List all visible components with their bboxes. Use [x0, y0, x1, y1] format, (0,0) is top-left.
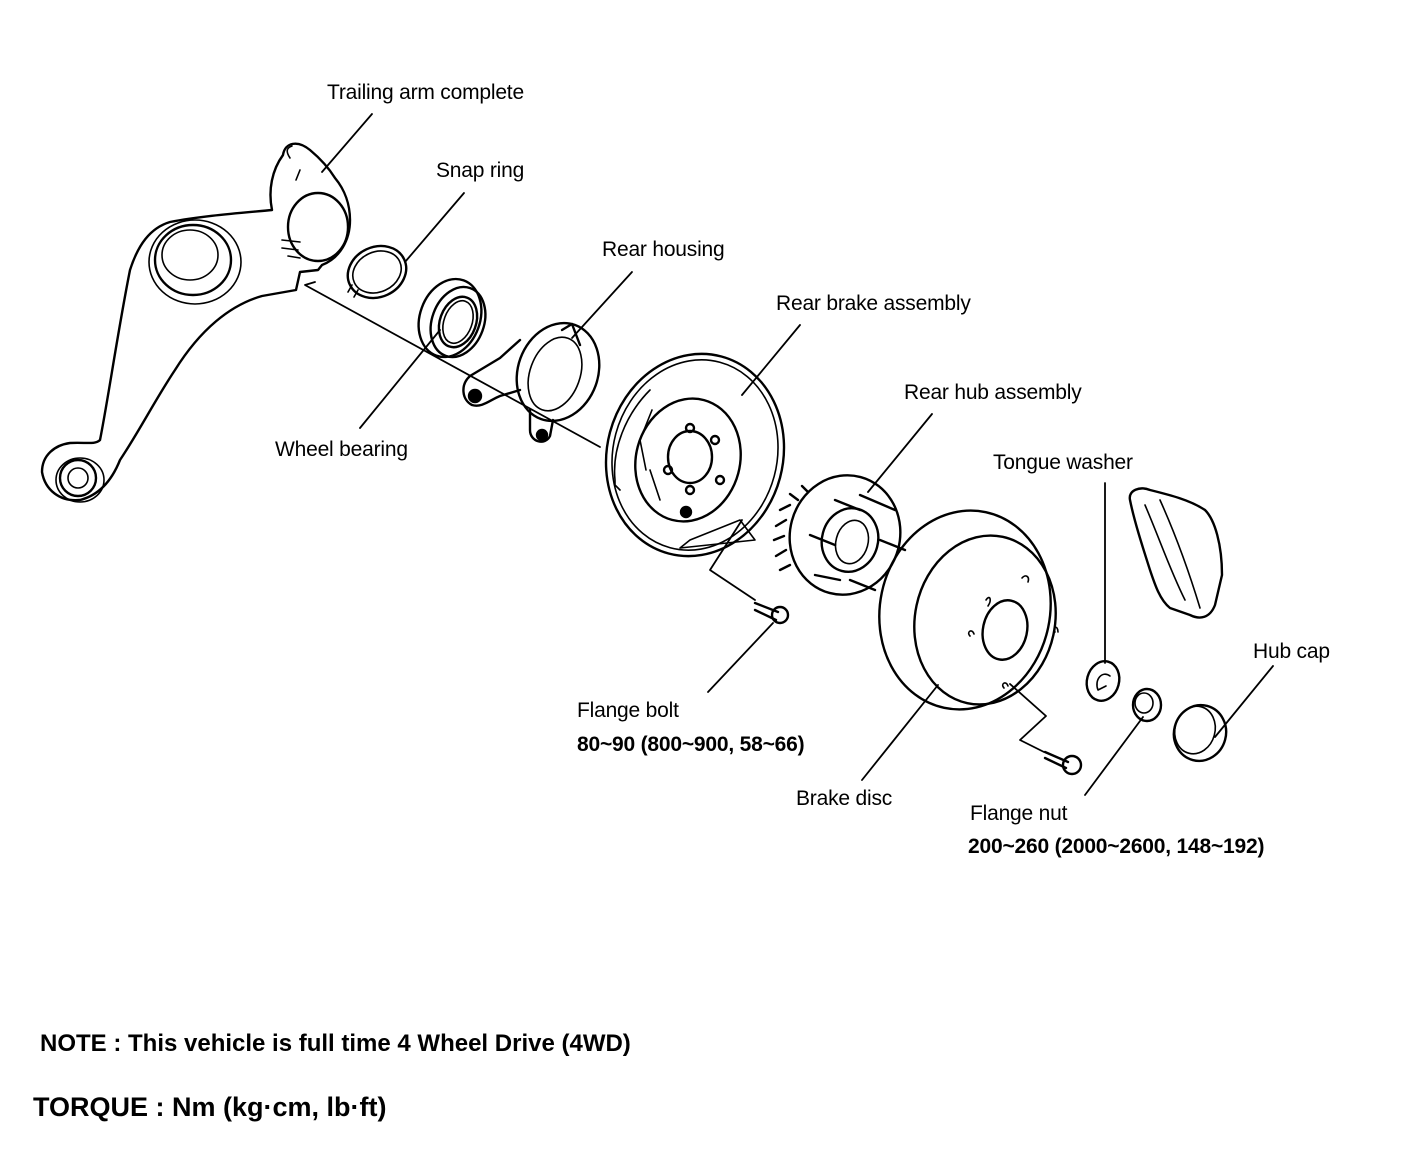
rear-hub-assembly-drawing: [772, 474, 907, 596]
label-hub-cap: Hub cap: [1253, 640, 1330, 663]
torque-units: TORQUE : Nm (kg·cm, lb·ft): [33, 1092, 387, 1122]
label-rear-brake-assembly: Rear brake assembly: [776, 292, 971, 315]
torque-flange-bolt: 80~90 (800~900, 58~66): [577, 733, 805, 756]
disc-screw-drawing: [1043, 750, 1083, 776]
trailing-arm-drawing: [40, 142, 352, 503]
label-rear-hub-assembly: Rear hub assembly: [904, 381, 1082, 404]
rear-brake-assembly-drawing: [604, 352, 786, 558]
note-4wd: NOTE : This vehicle is full time 4 Wheel…: [40, 1030, 631, 1057]
label-snap-ring: Snap ring: [436, 159, 525, 182]
label-rear-housing: Rear housing: [602, 238, 725, 261]
label-tongue-washer: Tongue washer: [993, 451, 1133, 474]
leader-lines: [304, 113, 1274, 796]
label-brake-disc: Brake disc: [796, 787, 893, 810]
flange-nut-drawing: [1131, 687, 1163, 723]
wheel-bearing-drawing: [417, 277, 487, 359]
label-flange-bolt: Flange bolt: [577, 699, 679, 722]
label-wheel-bearing: Wheel bearing: [275, 438, 408, 461]
tongue-washer-drawing: [1085, 660, 1121, 702]
caliper-drawing: [1128, 487, 1224, 619]
hub-cap-drawing: [1172, 703, 1228, 763]
brake-disc-drawing: [878, 509, 1059, 711]
torque-flange-nut: 200~260 (2000~2600, 148~192): [968, 835, 1265, 858]
label-flange-nut: Flange nut: [970, 802, 1068, 825]
rear-housing-drawing: [462, 321, 601, 443]
flange-bolt-drawing: [753, 601, 790, 625]
label-trailing-arm: Trailing arm complete: [327, 81, 524, 104]
snap-ring-drawing: [346, 244, 408, 300]
